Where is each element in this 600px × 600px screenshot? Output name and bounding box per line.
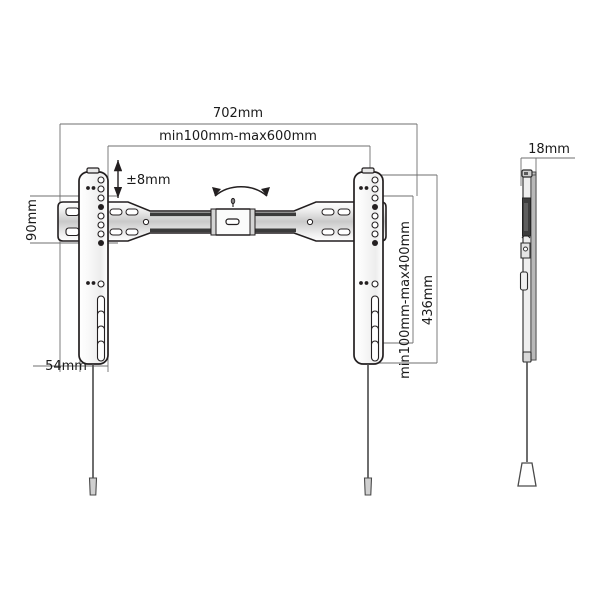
label-overall-height: 436mm xyxy=(421,275,436,325)
label-depth: 18mm xyxy=(528,142,570,157)
label-overall-width: 702mm xyxy=(213,106,263,121)
tilt-rotation-arrow xyxy=(212,185,270,197)
cord-pull-handle-left xyxy=(88,477,98,496)
label-rail-height: 90mm xyxy=(25,199,40,241)
label-arm-width: 54mm xyxy=(45,359,87,374)
vertical-wall-plate-right xyxy=(353,167,384,365)
cord-pull-handle-right xyxy=(363,477,373,496)
label-vesa-horizontal: min100mm-max600mm xyxy=(159,129,317,144)
pull-cords xyxy=(88,364,373,496)
vertical-wall-plate-left xyxy=(78,167,109,365)
label-micro-adjust: ±8mm xyxy=(126,173,171,188)
cord-pull-handle-side xyxy=(517,462,537,487)
side-view xyxy=(517,169,537,487)
label-vesa-vertical: min100mm-max400mm xyxy=(398,221,413,379)
